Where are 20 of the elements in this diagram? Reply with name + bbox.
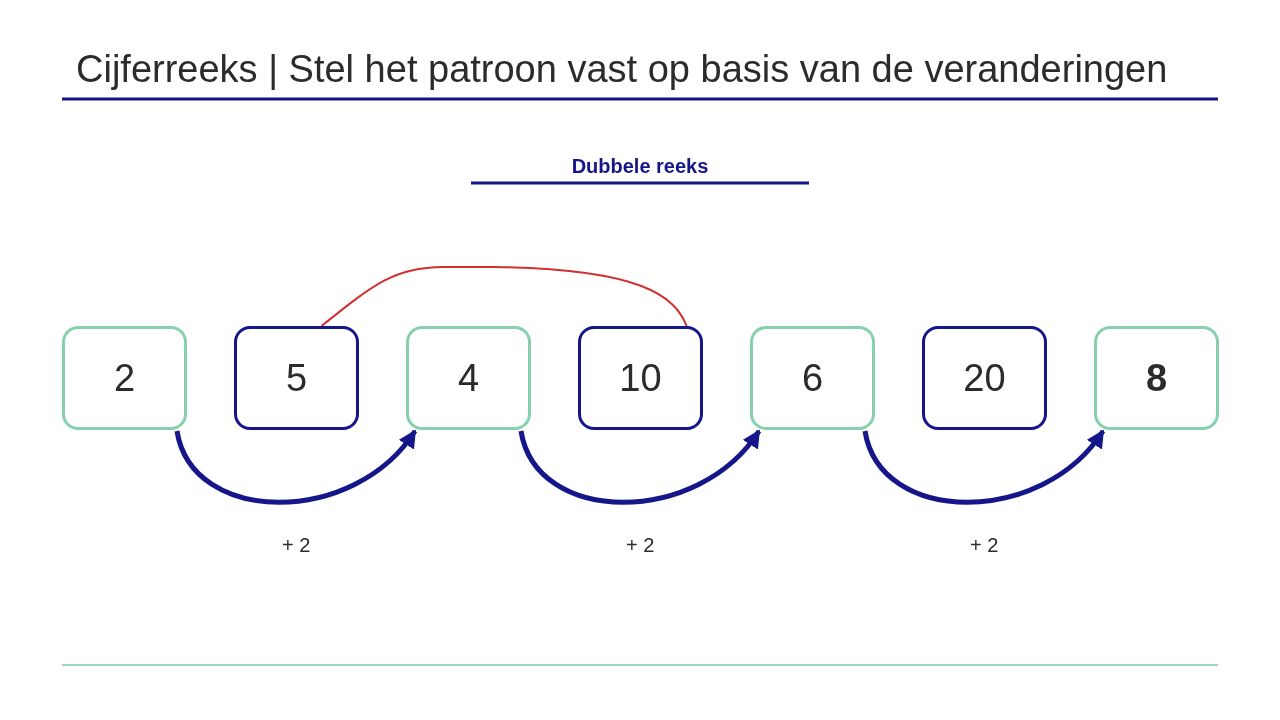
number: 2: [113, 356, 136, 400]
curved-arrow: [862, 429, 1105, 505]
number-box: [1094, 326, 1219, 430]
number-box: [406, 326, 531, 430]
curved-line: [320, 266, 688, 327]
curved-arrow: [518, 429, 761, 505]
number-box: [62, 326, 187, 430]
number: 4: [457, 356, 480, 400]
number: 6: [801, 356, 824, 400]
number: 8: [1145, 356, 1168, 400]
number-box: [750, 326, 875, 430]
subtitle: Dubbele reeks: [570, 154, 710, 178]
number: 5: [285, 356, 308, 400]
number-box: [578, 326, 703, 430]
curved-arrow: [174, 429, 417, 505]
title: Cijferreeks | Stel het patroon vast op basis van de veranderingen: [76, 47, 1168, 91]
number: 10: [619, 356, 662, 400]
number-box: [922, 326, 1047, 430]
number: 20: [963, 356, 1006, 400]
number-box: [234, 326, 359, 430]
